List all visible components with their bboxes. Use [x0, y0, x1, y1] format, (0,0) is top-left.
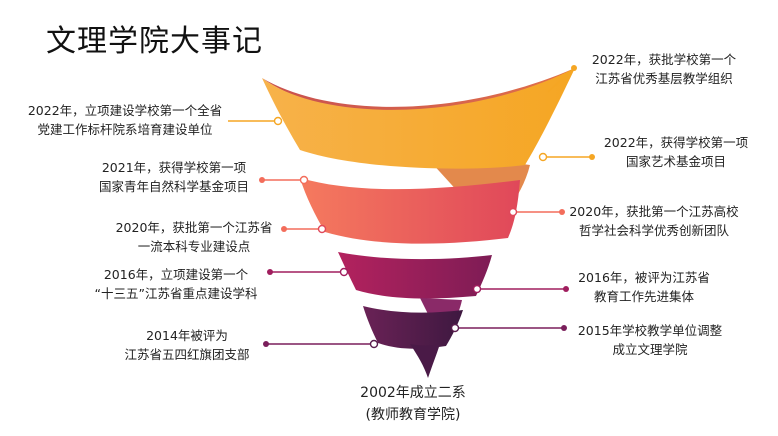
event-left-3-line1: 2020年，获批第一个江苏省 — [115, 220, 273, 235]
event-right-5-line2: 成立文理学院 — [612, 342, 688, 357]
event-left-3: 2020年，获批第一个江苏省 一流本科专业建设点 — [108, 218, 280, 256]
origin-line1: 2002年成立二系 — [360, 385, 466, 401]
event-right-4-line2: 教育工作先进集体 — [593, 289, 694, 304]
event-right-3: 2020年，获批第一个江苏高校 哲学社会科学优秀创新团队 — [566, 202, 742, 240]
left-connectors — [228, 116, 379, 349]
event-left-4-line2: “十三五”江苏省重点建设学科 — [94, 286, 258, 301]
event-right-1: 2022年，获批学校第一个 江苏省优秀基层教学组织 — [584, 50, 744, 88]
event-left-1: 2022年，立项建设学校第一个全省 党建工作标杆院系培育建设单位 — [22, 101, 228, 139]
event-right-2: 2022年，获得学校第一项 国家艺术基金项目 — [596, 133, 756, 171]
event-left-5-line1: 2014年被评为 — [146, 328, 228, 343]
origin-label: 2002年成立二系 (教师教育学院) — [343, 382, 483, 426]
funnel-band-1 — [262, 68, 575, 169]
event-left-1-line2: 党建工作标杆院系培育建设单位 — [37, 122, 213, 137]
funnel-tip — [410, 344, 440, 378]
event-left-4-line1: 2016年，立项建设第一个 — [103, 267, 249, 282]
event-right-5: 2015年学校教学单位调整 成立文理学院 — [570, 321, 730, 359]
event-right-5-line1: 2015年学校教学单位调整 — [577, 323, 723, 338]
event-left-4: 2016年，立项建设第一个 “十三五”江苏省重点建设学科 — [86, 265, 266, 303]
event-left-3-line2: 一流本科专业建设点 — [137, 239, 251, 254]
event-right-1-line2: 江苏省优秀基层教学组织 — [595, 71, 733, 86]
page-title: 文理学院大事记 — [46, 24, 263, 59]
event-right-2-line1: 2022年，获得学校第一项 — [603, 135, 749, 150]
event-right-1-line1: 2022年，获批学校第一个 — [591, 52, 737, 67]
funnel-band-2 — [300, 178, 520, 244]
event-left-2: 2021年，获得学校第一项 国家青年自然科学基金项目 — [90, 158, 258, 196]
event-right-2-line2: 国家艺术基金项目 — [625, 154, 726, 169]
funnel-band-3 — [338, 252, 492, 299]
event-left-5-line2: 江苏省五四红旗团支部 — [124, 347, 250, 362]
funnel-band-4 — [363, 306, 463, 349]
event-left-2-line1: 2021年，获得学校第一项 — [101, 160, 247, 175]
right-connectors — [450, 65, 595, 333]
event-right-4-line1: 2016年，被评为江苏省 — [578, 270, 710, 285]
event-left-5: 2014年被评为 江苏省五四红旗团支部 — [112, 326, 262, 364]
event-left-2-line2: 国家青年自然科学基金项目 — [98, 179, 249, 194]
event-right-3-line1: 2020年，获批第一个江苏高校 — [569, 204, 739, 219]
event-right-3-line2: 哲学社会科学优秀创新团队 — [578, 223, 729, 238]
event-left-1-line1: 2022年，立项建设学校第一个全省 — [27, 103, 223, 118]
event-right-4: 2016年，被评为江苏省 教育工作先进集体 — [574, 268, 714, 306]
origin-line2: (教师教育学院) — [365, 407, 461, 423]
